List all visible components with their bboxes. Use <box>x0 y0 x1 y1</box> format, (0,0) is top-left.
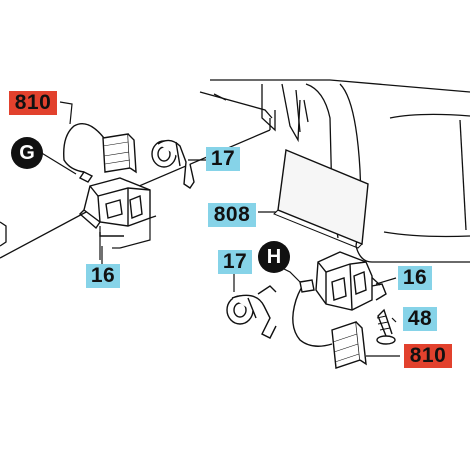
callout-808: 808 <box>208 203 256 227</box>
leader-lines-left <box>99 215 157 260</box>
holder-spring-icon <box>151 139 195 189</box>
callout-16-right: 16 <box>398 266 432 290</box>
callout-48: 48 <box>403 307 437 331</box>
label-plate-icon <box>273 149 369 249</box>
screw-icon <box>376 308 396 345</box>
brush-holder-icon <box>78 177 151 237</box>
carbon-brush-icon-right <box>292 279 367 369</box>
brush-holder-icon-right <box>315 251 387 311</box>
callout-16-left: 16 <box>86 264 120 288</box>
callout-17-right: 17 <box>218 250 252 274</box>
carbon-brush-icon <box>63 123 137 183</box>
holder-spring-icon-right <box>226 285 277 339</box>
callout-810-left: 810 <box>9 91 57 115</box>
marker-g: G <box>11 137 43 169</box>
callout-17-left: 17 <box>206 147 240 171</box>
callout-810-right: 810 <box>404 344 452 368</box>
marker-h: H <box>258 241 290 273</box>
